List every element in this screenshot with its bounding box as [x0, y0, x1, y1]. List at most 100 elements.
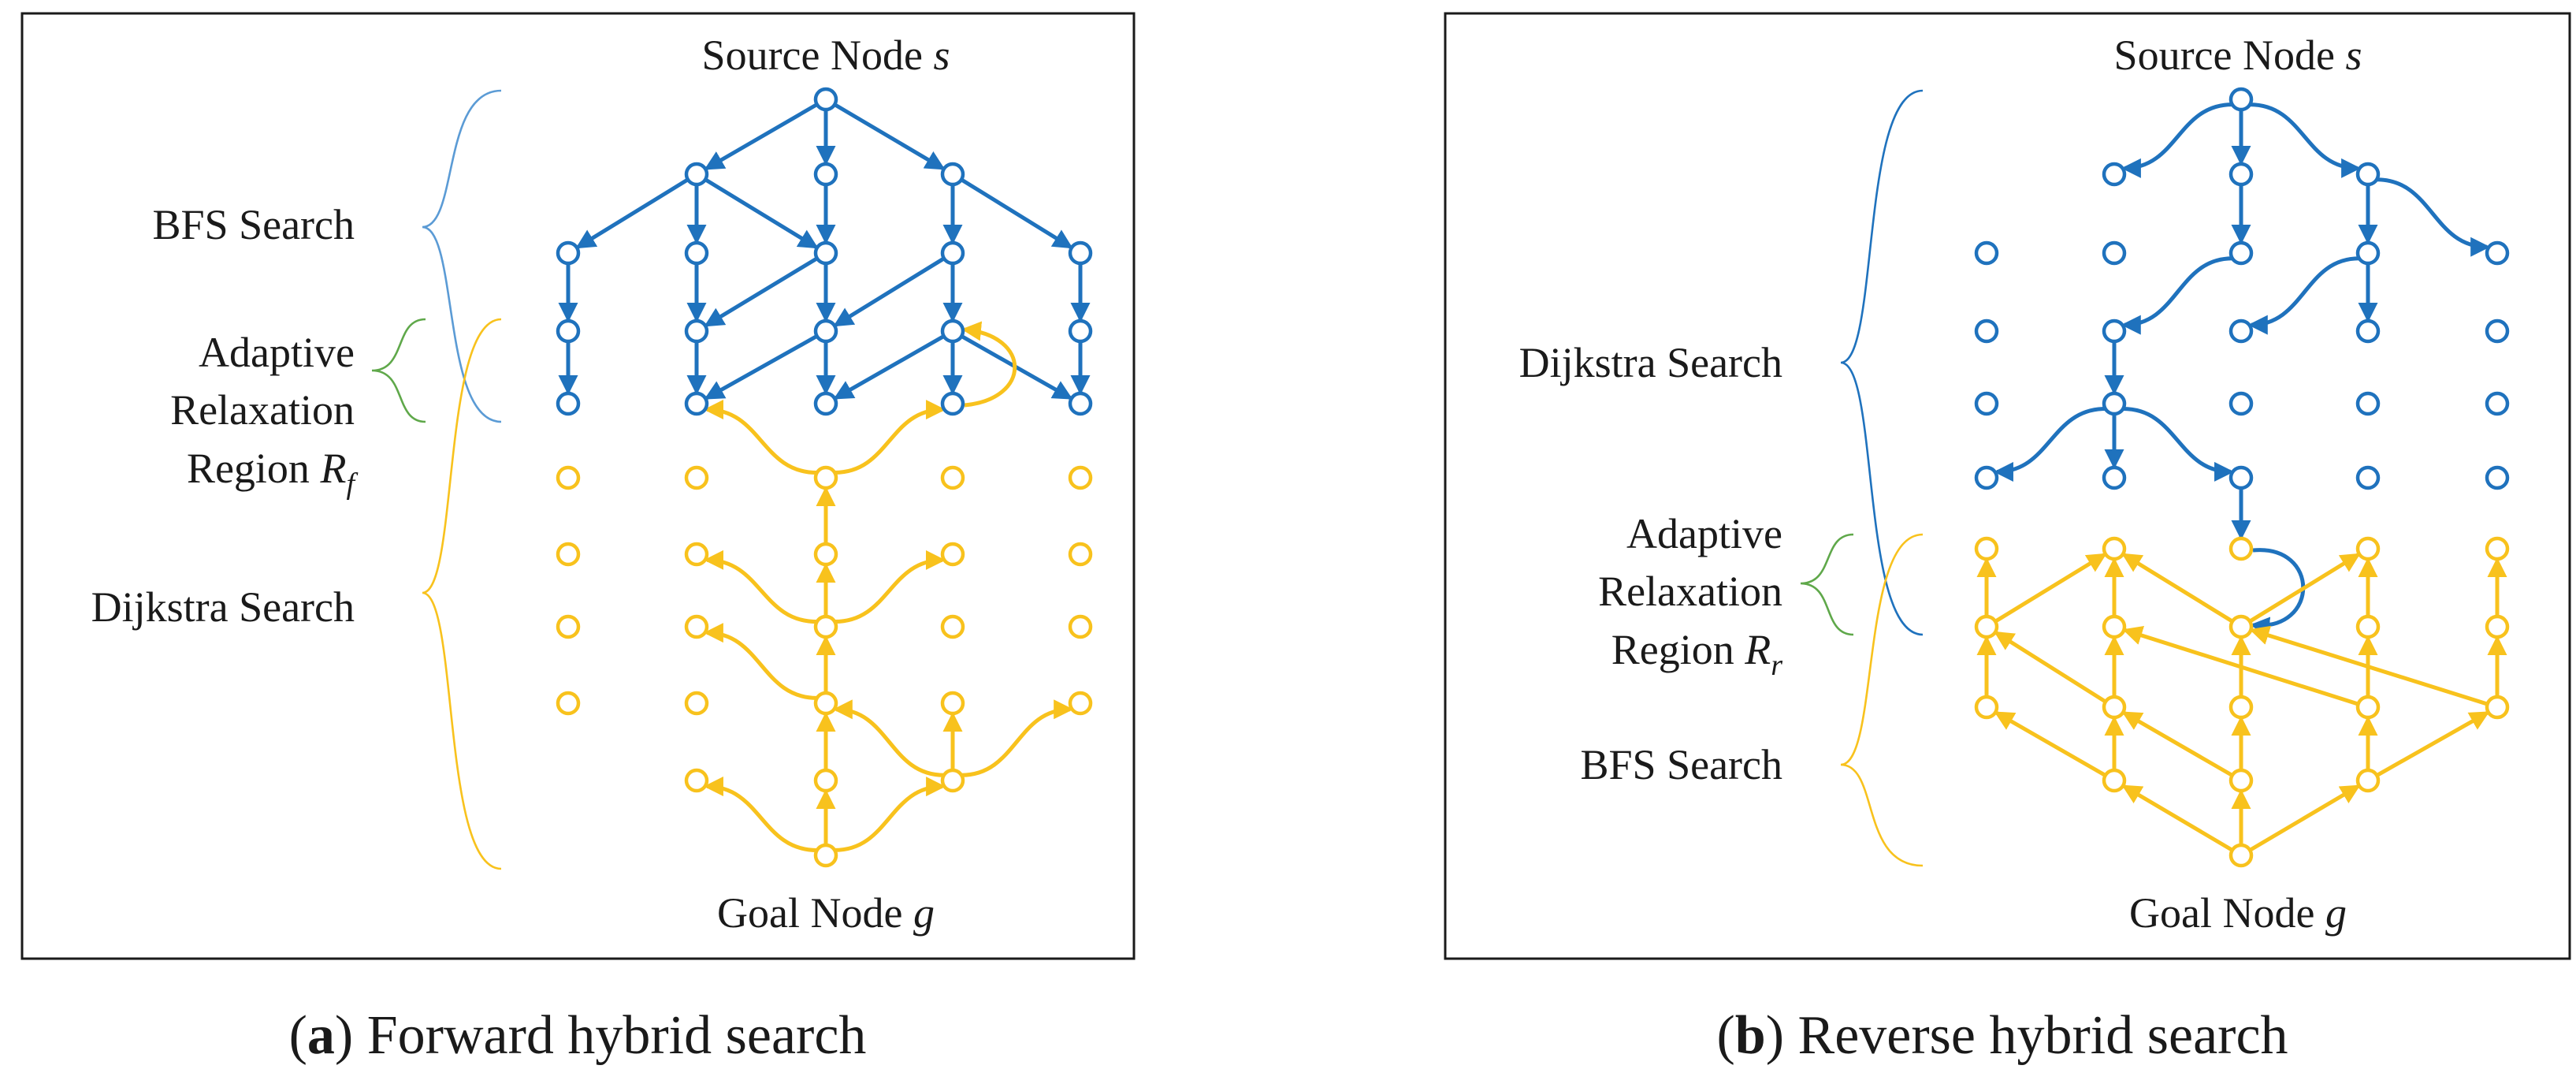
- panel-b-region-label: Region Rr: [1611, 626, 1783, 682]
- panel-a-node-3c: [813, 318, 838, 344]
- panel-a-node-4c: [813, 391, 838, 416]
- panel-b-edge-0: [2121, 102, 2232, 178]
- panel-b-adaptive-line2: Relaxation: [1598, 568, 1782, 615]
- panel-b-node-1c: [2355, 162, 2381, 187]
- panel-b-node-2d: [2355, 240, 2381, 266]
- panel-a-edge-11: [704, 256, 819, 327]
- panel-a-node-9b: [684, 768, 709, 793]
- panel-a-edge-8: [960, 177, 1073, 249]
- panel-a-dijkstra-label: Dijkstra Search: [91, 583, 355, 631]
- panel-a-node-7c: [813, 614, 838, 639]
- panel-b-node-3d: [2355, 318, 2381, 344]
- panel-a-node-5a: [556, 465, 581, 490]
- panel-b-edge-6: [2121, 256, 2232, 335]
- panel-b-adaptive-brace: [1800, 533, 1854, 636]
- panel-a-edge-0: [704, 102, 819, 170]
- panel-b-node-9b: [2102, 768, 2127, 793]
- panel-a-edge-36: [961, 699, 1074, 777]
- panel-b-node-2c: [2228, 240, 2254, 266]
- panel-b-node-7d: [2355, 614, 2381, 639]
- panel-a-node-5d: [940, 465, 965, 490]
- panel-b-edge-36: [2121, 784, 2234, 852]
- panel-a-node-4b: [684, 391, 709, 416]
- panel-a-adaptive-line1: Adaptive: [199, 329, 355, 376]
- panel-b-node-8d: [2355, 695, 2381, 720]
- panel-a-node-4e: [1068, 391, 1093, 416]
- panel-a-node-6d: [940, 542, 965, 567]
- panel-a-edge-37: [703, 777, 817, 852]
- panel-a-edges: [558, 102, 1091, 852]
- panel-a-edge-28: [704, 549, 817, 624]
- panel-a-dijkstra-brace: [422, 318, 502, 870]
- panel-a-source-label: Source Node s: [702, 32, 950, 79]
- panel-a-edge-20: [833, 334, 945, 400]
- panel-a-node-8e: [1068, 691, 1093, 716]
- panel-b-node-1a: [2102, 162, 2127, 187]
- panel-b-edge-29: [2122, 625, 2359, 706]
- panel-b-node-7b: [2102, 614, 2127, 639]
- panel-b-adaptive-line1: Adaptive: [1626, 510, 1782, 557]
- panel-b-frame: [1444, 12, 2571, 960]
- panel-b-edge-27: [2249, 625, 2489, 706]
- panel-b-edge-19: [2248, 553, 2361, 624]
- panel-a-node-6a: [556, 542, 581, 567]
- panel-a-node-1c: [940, 162, 965, 187]
- panel-a-edge-34: [832, 699, 944, 777]
- panel-b-node-2a: [1974, 240, 1999, 266]
- panel-a-node-1a: [684, 162, 709, 187]
- panel-b-node-6c: [2228, 536, 2254, 561]
- panel-b-node-3a: [1974, 318, 1999, 344]
- panel-a-node-8d: [940, 691, 965, 716]
- panel-b-node-9d: [2355, 768, 2381, 793]
- panel-b-node-7c: [2228, 614, 2254, 639]
- panel-b-source-label: Source Node s: [2114, 32, 2362, 79]
- panel-b-node-8e: [2485, 695, 2510, 720]
- panel-b-node-9c: [2228, 768, 2254, 793]
- panel-b-node-5c: [2228, 465, 2254, 490]
- panel-b-node-1b: [2228, 162, 2254, 187]
- panel-b-node-4a: [1974, 391, 1999, 416]
- panel-reverse-search: Source Node s Goal Node g Dijkstra Searc…: [1444, 12, 2571, 960]
- panel-b-node-4c: [2228, 391, 2254, 416]
- panel-a-node-3a: [556, 318, 581, 344]
- panel-b-node-5b: [2102, 465, 2127, 490]
- panel-b-node-8a: [1974, 695, 1999, 720]
- panel-b-node-3b: [2102, 318, 2127, 344]
- panel-b-edge-35: [2376, 711, 2490, 777]
- panel-b-edge-30: [1994, 711, 2106, 777]
- panel-a-node-2b: [684, 240, 709, 266]
- panel-b-edge-10: [1993, 407, 2106, 482]
- panel-a-node-7d: [940, 614, 965, 639]
- panel-a-node-7b: [684, 614, 709, 639]
- panel-b-node-6a: [1974, 536, 1999, 561]
- panel-a-node-5c: [813, 465, 838, 490]
- panel-b-edge-2: [2250, 102, 2362, 178]
- panel-b-node-g: [2228, 843, 2254, 868]
- panel-a-node-8c: [813, 691, 838, 716]
- panel-a-node-s: [813, 87, 838, 112]
- panel-a-edge-31: [703, 623, 817, 700]
- panel-b-node-6e: [2485, 536, 2510, 561]
- panel-b-edge-5: [2377, 177, 2491, 257]
- panel-a-bfs-label: BFS Search: [153, 201, 355, 248]
- panel-a-node-2d: [940, 240, 965, 266]
- panel-b-edge-12: [2123, 407, 2235, 482]
- panel-a-edge-25: [704, 399, 817, 475]
- panel-a-adaptive-line2: Relaxation: [170, 386, 355, 434]
- panel-a-node-7a: [556, 614, 581, 639]
- panel-a-node-6b: [684, 542, 709, 567]
- panel-a-node-1b: [813, 162, 838, 187]
- panel-b-bfs-label: BFS Search: [1581, 741, 1783, 788]
- panel-a-edge-26: [835, 400, 946, 475]
- panel-a-edge-30: [835, 549, 946, 624]
- panel-a-region-label: Region Rf: [187, 445, 359, 501]
- panel-b-node-5d: [2355, 465, 2381, 490]
- panel-b-node-2e: [2485, 240, 2510, 266]
- panel-a-node-7e: [1068, 614, 1093, 639]
- panel-b-node-5e: [2485, 465, 2510, 490]
- caption-a: (a) Forward hybrid search: [289, 1005, 867, 1066]
- panel-b-dijkstra-brace: [1840, 89, 1924, 636]
- panel-b-bfs-brace: [1840, 533, 1924, 867]
- panel-a-node-3b: [684, 318, 709, 344]
